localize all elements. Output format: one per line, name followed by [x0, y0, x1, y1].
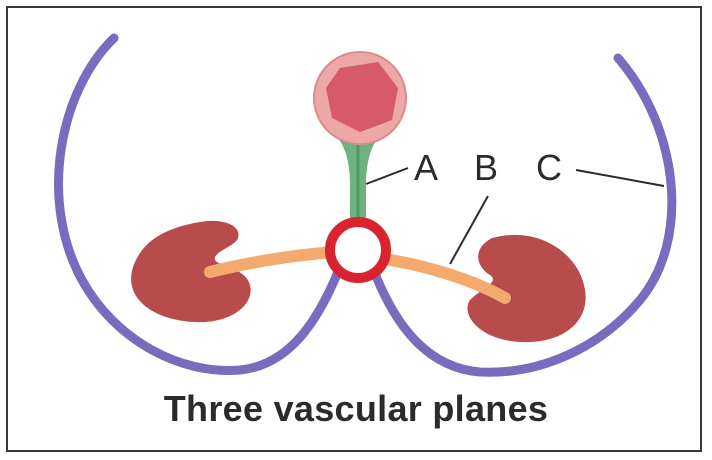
label-c: C — [536, 147, 562, 188]
left-renal-vessel — [210, 252, 338, 272]
leader-line-a — [366, 168, 408, 184]
label-b: B — [474, 147, 498, 188]
diagram-caption: Three vascular planes — [0, 388, 712, 430]
aorta-ring — [330, 222, 386, 278]
leader-line-c — [576, 170, 664, 186]
label-a: A — [414, 147, 438, 188]
